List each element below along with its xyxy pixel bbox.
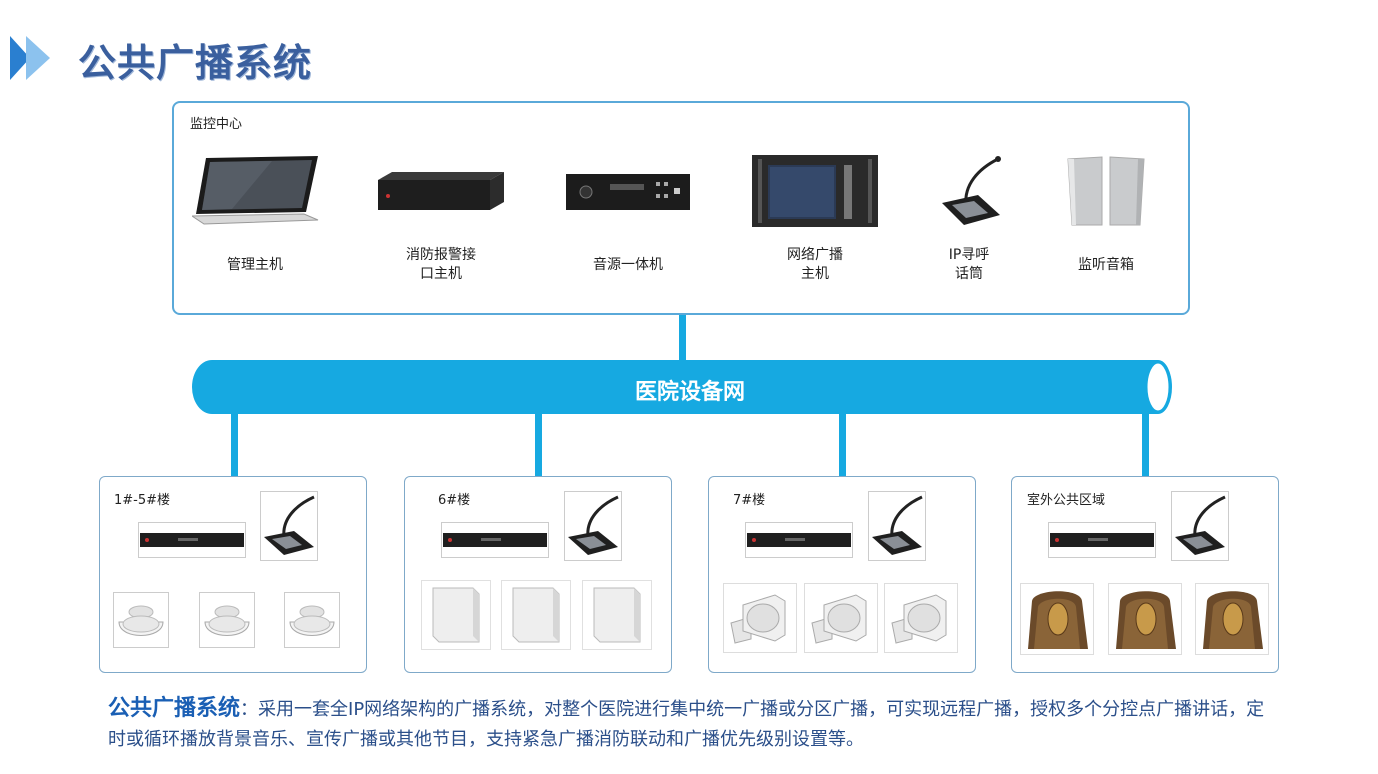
laptop-icon	[192, 156, 319, 225]
description-title: 公共广播系统	[108, 696, 241, 721]
building-4-connector	[1142, 413, 1149, 477]
monitor-speaker-icon	[1067, 156, 1145, 226]
lawn-speaker-icon	[1195, 583, 1269, 655]
control-center-connector	[679, 315, 686, 363]
building-3-connector	[839, 413, 846, 477]
building-1-connector	[231, 413, 238, 477]
horn-speaker-icon	[723, 583, 797, 653]
building-label-1: 1#-5#楼	[114, 493, 171, 508]
horn-speaker-icon	[804, 583, 878, 653]
wall-speaker-icon	[421, 580, 491, 650]
device-label-ip-paging-mic: IP寻呼话筒	[948, 247, 990, 282]
paging-microphone-icon	[1171, 491, 1229, 561]
device-label-management-host: 管理主机	[227, 257, 283, 273]
building-label-3: 7#楼	[733, 493, 766, 508]
ip-paging-microphone-icon	[942, 156, 1001, 225]
lawn-speaker-icon	[1108, 583, 1182, 655]
fire-alarm-interface-unit-icon	[378, 172, 504, 210]
ceiling-speaker-icon	[113, 592, 169, 648]
control-center-label: 监控中心	[190, 117, 243, 132]
page-title: 公共广播系统	[78, 41, 313, 85]
wall-speaker-icon	[501, 580, 571, 650]
paging-microphone-icon	[868, 491, 926, 561]
device-label-fire-alarm-interface: 消防报警接口主机	[406, 247, 476, 282]
horn-speaker-icon	[884, 583, 958, 653]
description-paragraph: 公共广播系统：采用一套全IP网络架构的广播系统，对整个医院进行集中统一广播或分区…	[108, 694, 1278, 755]
paging-microphone-icon	[260, 491, 318, 561]
broadcast-terminal-icon	[138, 522, 246, 558]
device-label-audio-source: 音源一体机	[593, 257, 663, 273]
broadcast-terminal-icon	[1048, 522, 1156, 558]
title-arrow-icon	[10, 36, 50, 80]
paging-microphone-icon	[564, 491, 622, 561]
broadcast-terminal-icon	[441, 522, 549, 558]
lawn-speaker-icon	[1020, 583, 1094, 655]
hospital-network-pipe	[192, 360, 1172, 414]
ceiling-speaker-icon	[199, 592, 255, 648]
building-label-2: 6#楼	[438, 493, 471, 508]
building-label-4: 室外公共区域	[1027, 493, 1106, 508]
ceiling-speaker-icon	[284, 592, 340, 648]
network-broadcast-host-icon	[752, 155, 878, 227]
broadcast-terminal-icon	[745, 522, 853, 558]
device-label-monitor-speaker: 监听音箱	[1078, 257, 1134, 273]
device-label-network-broadcast-host: 网络广播主机	[787, 247, 843, 282]
wall-speaker-icon	[582, 580, 652, 650]
network-label: 医院设备网	[634, 380, 745, 405]
description-body: ：采用一套全IP网络架构的广播系统，对整个医院进行集中统一广播或分区广播，可实现…	[108, 699, 1265, 750]
audio-source-unit-icon	[566, 174, 690, 210]
building-2-connector	[535, 413, 542, 477]
